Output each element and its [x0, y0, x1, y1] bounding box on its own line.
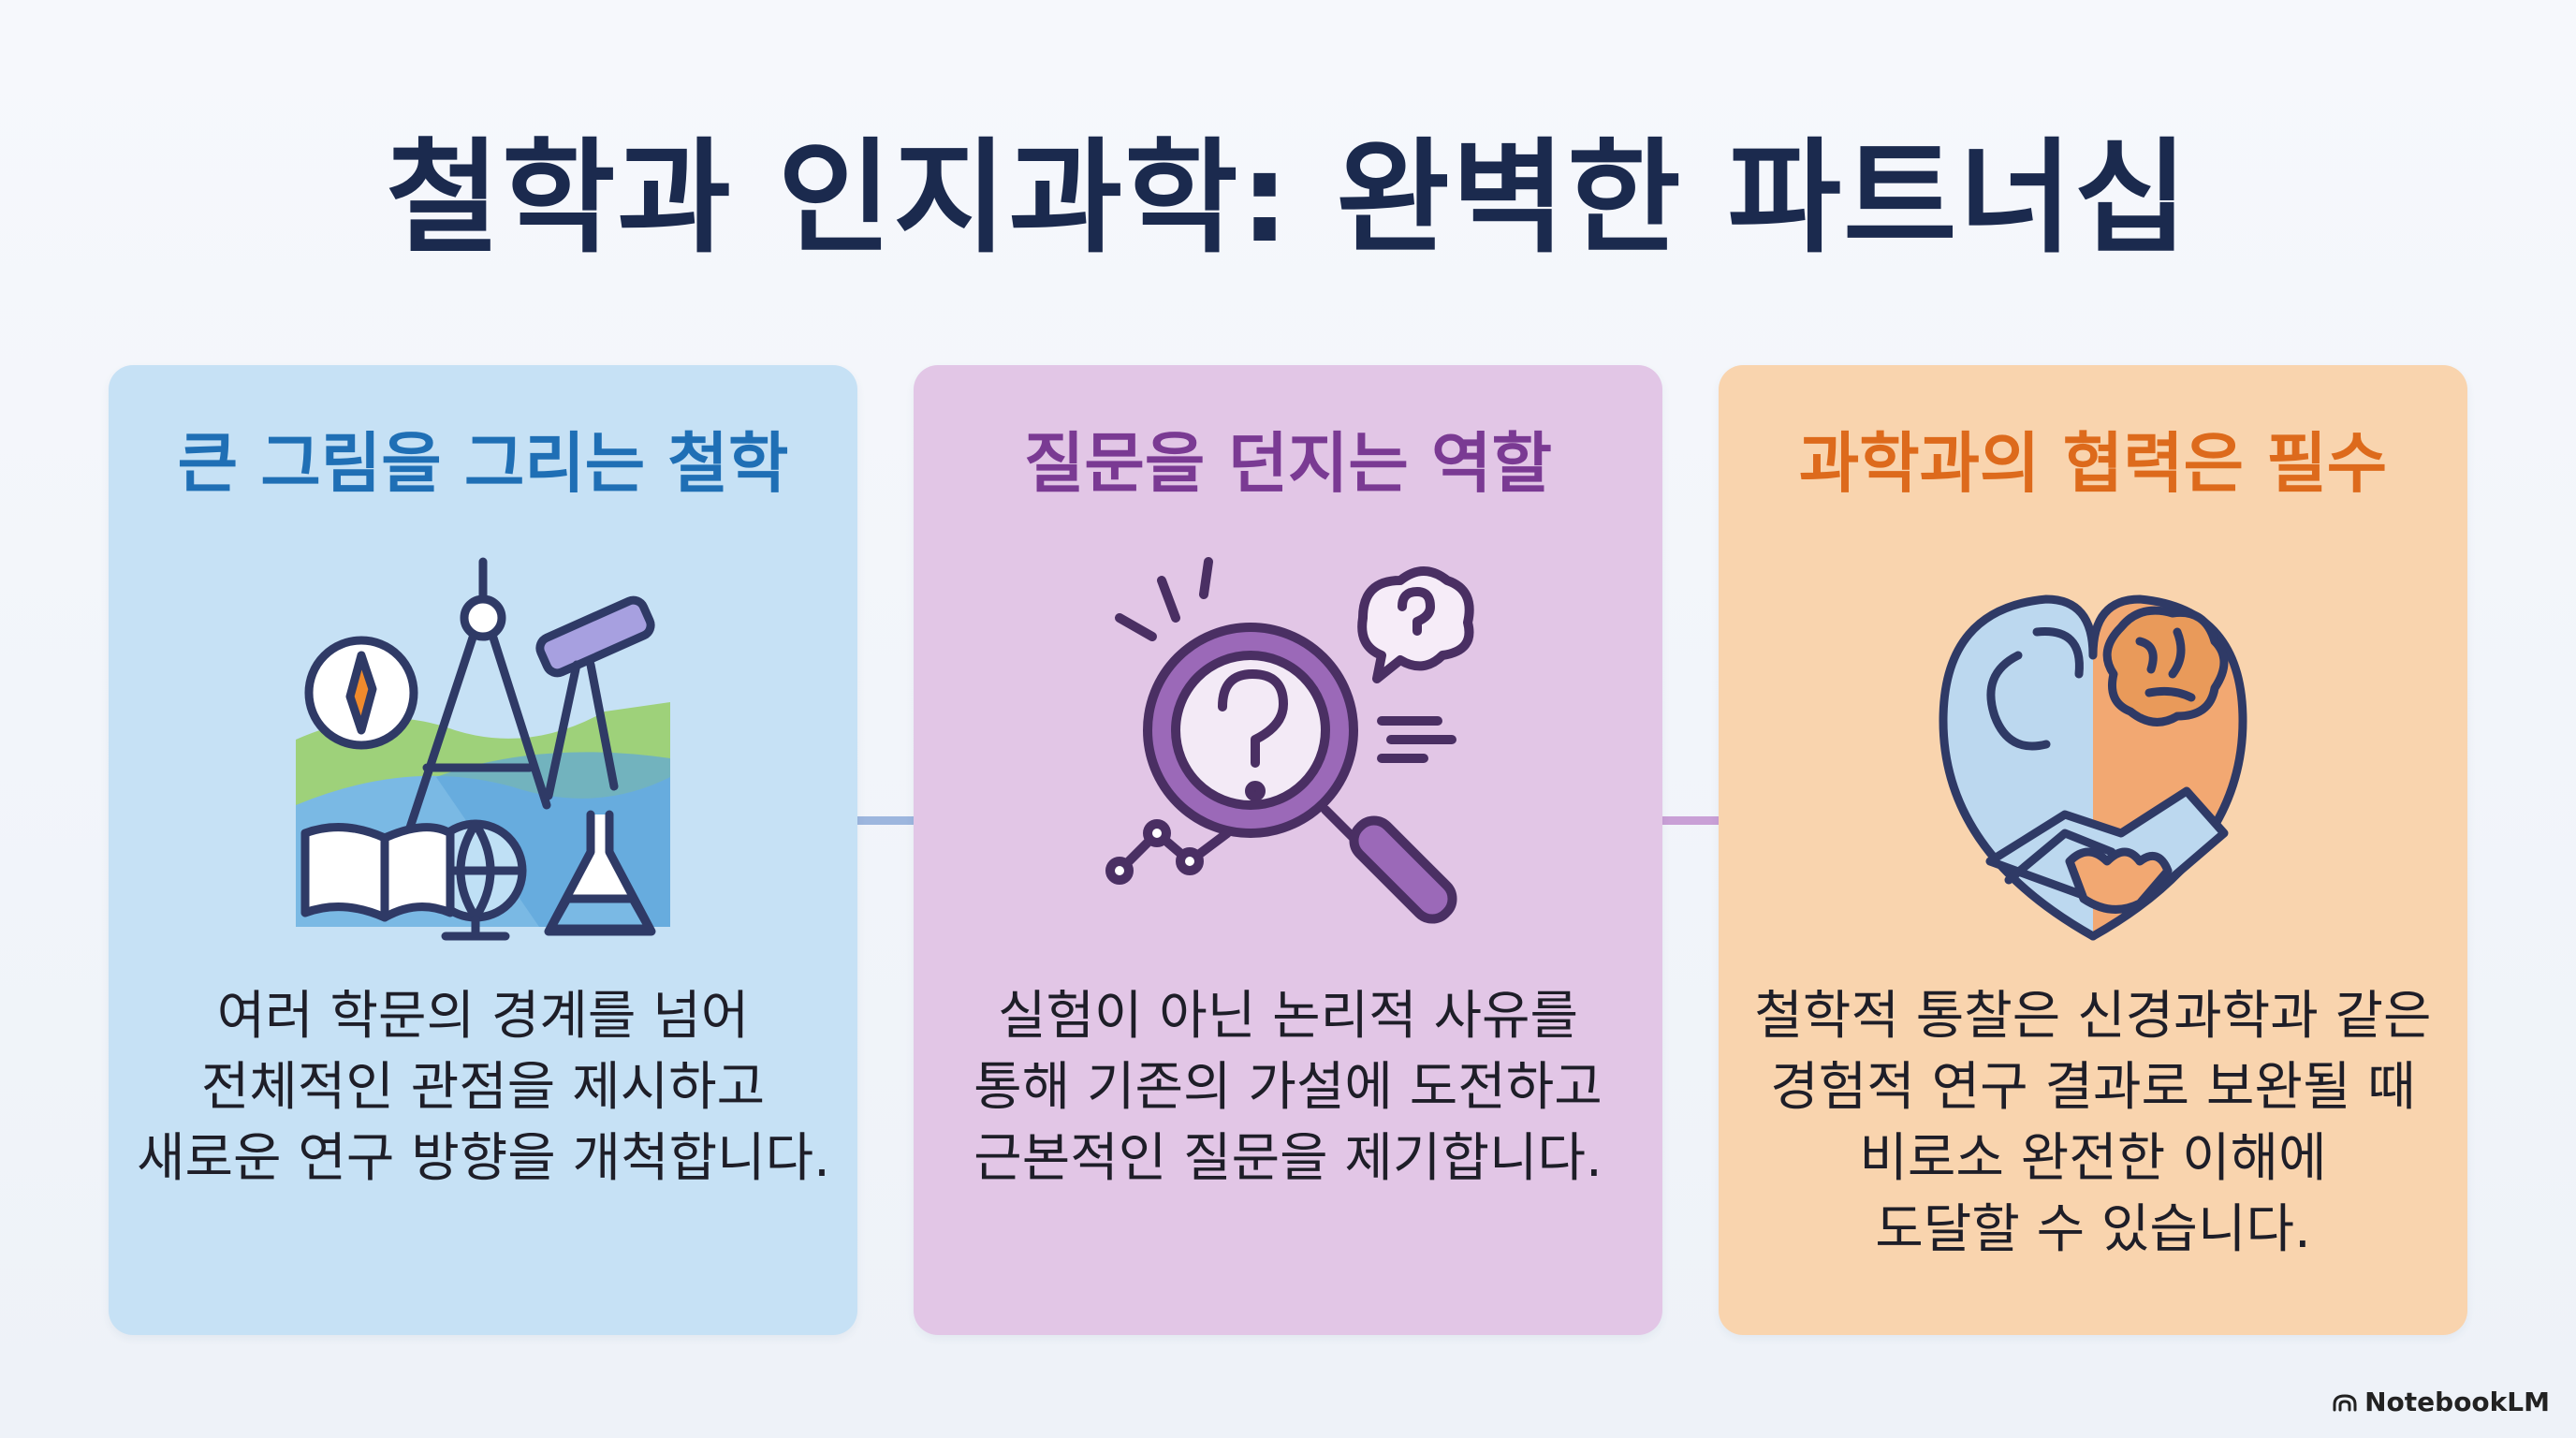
card-body: 실험이 아닌 논리적 사유를 통해 기존의 가설에 도전하고 근본적인 질문을 …: [973, 986, 1603, 1189]
brand-watermark: NotebookLM: [2333, 1387, 2550, 1417]
card-philosophy-big-picture: 큰 그림을 그리는 철학 여러 학문의 경계를 넘어 전체적인 관점을 제시하: [109, 365, 857, 1335]
card-heading: 질문을 던지는 역할: [1024, 425, 1552, 502]
connector-right: [1662, 816, 1719, 825]
card-asking-questions: 질문을 던지는 역할 실험이 아닌 논리적 사유를 통해 기존의 가설에 도전하…: [914, 365, 1662, 1335]
brand-label: NotebookLM: [2364, 1387, 2550, 1417]
connector-left: [857, 816, 914, 825]
page-title: 철학과 인지과학: 완벽한 파트너십: [386, 126, 2190, 271]
magnifier-question-icon: [1105, 557, 1474, 924]
card-heading: 과학과의 협력은 필수: [1798, 425, 2388, 502]
card-collaboration-with-science: 과학과의 협력은 필수 철학적 통찰은 신경과학과 같은 경험적 연구 결과로 …: [1719, 365, 2467, 1335]
card-body: 여러 학문의 경계를 넘어 전체적인 관점을 제시하고 새로운 연구 방향을 개…: [137, 986, 830, 1189]
compass-telescope-book-globe-flask-icon: [296, 557, 670, 941]
brain-handshake-icon: [1939, 594, 2247, 941]
card-body: 철학적 통찰은 신경과학과 같은 경험적 연구 결과로 보완될 때 비로소 완전…: [1754, 986, 2432, 1260]
notebooklm-logo-icon: [2333, 1393, 2357, 1411]
card-heading: 큰 그림을 그리는 철학: [177, 425, 789, 502]
